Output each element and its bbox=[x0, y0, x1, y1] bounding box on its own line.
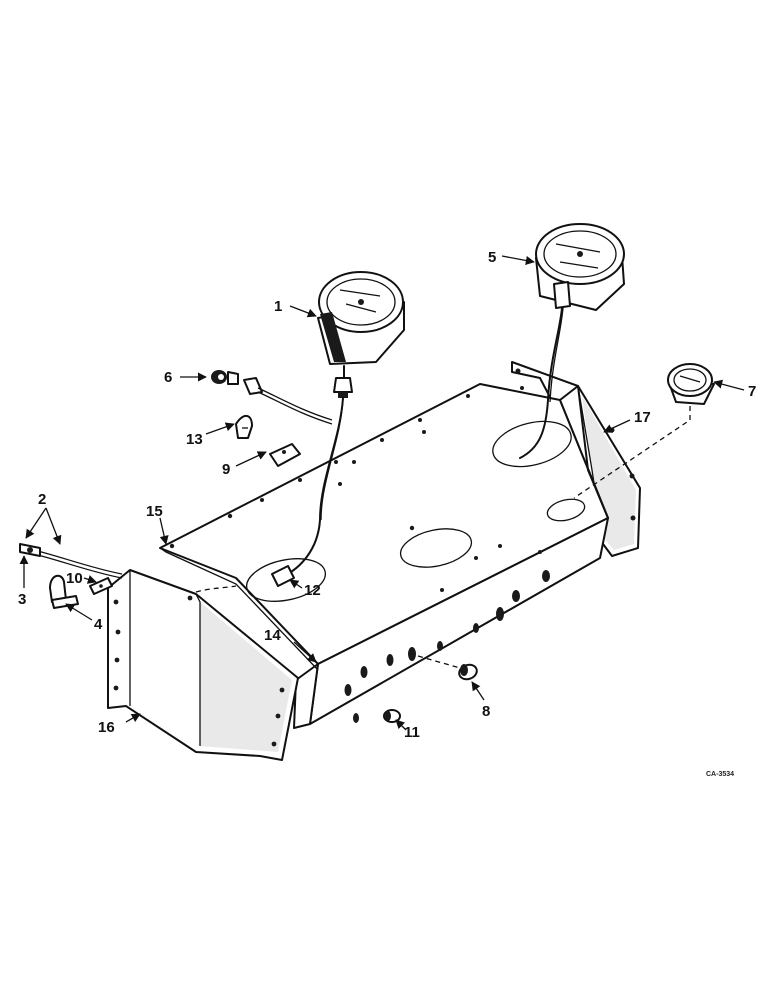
part-6-bushing bbox=[211, 370, 333, 425]
callout-7: 7 bbox=[748, 383, 756, 400]
callout-4: 4 bbox=[94, 616, 103, 633]
callout-3: 3 bbox=[18, 591, 26, 608]
gauge-7 bbox=[667, 363, 715, 405]
gauge-5 bbox=[535, 223, 625, 311]
callout-6: 6 bbox=[164, 369, 172, 386]
part-10-clip bbox=[89, 577, 113, 595]
callout-15: 15 bbox=[146, 503, 163, 520]
left-side-bracket bbox=[107, 569, 299, 761]
callout-10: 10 bbox=[66, 570, 83, 587]
callout-2: 2 bbox=[38, 491, 46, 508]
callout-11: 11 bbox=[404, 724, 420, 741]
leader-lines bbox=[19, 255, 745, 731]
gauge-1 bbox=[317, 271, 405, 398]
callout-9: 9 bbox=[222, 461, 230, 478]
drawing-code: CA-3534 bbox=[706, 771, 734, 778]
callout-12: 12 bbox=[304, 582, 321, 599]
cable-ferrule-12 bbox=[271, 565, 295, 587]
callout-17: 17 bbox=[634, 409, 651, 426]
callout-8: 8 bbox=[482, 703, 490, 720]
callout-5: 5 bbox=[488, 249, 496, 266]
callout-16: 16 bbox=[98, 719, 115, 736]
plug-8 bbox=[458, 663, 478, 681]
cable-gauge-5 bbox=[519, 307, 563, 459]
part-2-cable bbox=[19, 543, 123, 579]
part-13-clip bbox=[235, 415, 253, 439]
callout-14: 14 bbox=[264, 627, 281, 644]
part-9-clamp bbox=[269, 443, 301, 467]
callout-labels: 1 2 3 4 5 6 7 8 9 10 11 12 13 14 15 16 1… bbox=[18, 249, 756, 778]
main-panel bbox=[159, 383, 609, 729]
plug-11 bbox=[383, 709, 401, 723]
callout-1: 1 bbox=[274, 298, 282, 315]
callout-13: 13 bbox=[186, 431, 203, 448]
